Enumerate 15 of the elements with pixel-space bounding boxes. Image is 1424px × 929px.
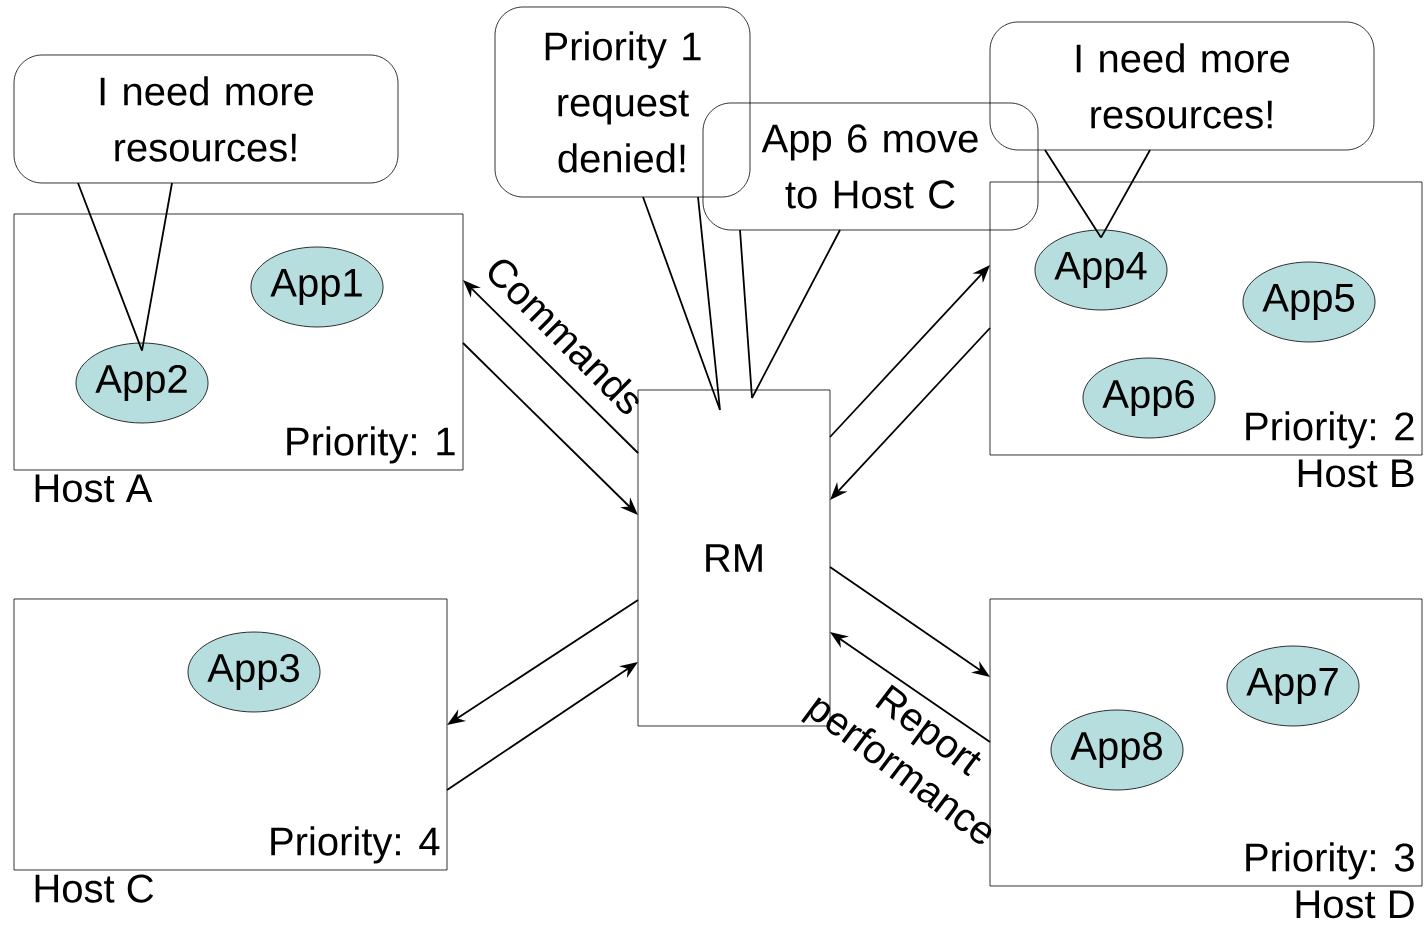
host-label: Host B xyxy=(1298,459,1414,488)
callout-tail xyxy=(642,196,721,411)
host-label: Host D xyxy=(1296,890,1414,919)
host-label: Host A xyxy=(35,474,153,503)
arrow xyxy=(829,265,990,438)
speech-bubble: I need more resources! xyxy=(13,54,399,184)
arrow xyxy=(830,327,991,500)
speech-bubble: Priority 1 request denied! xyxy=(494,6,751,198)
host-label: Host C xyxy=(35,874,154,903)
callout-tail xyxy=(739,229,841,399)
arrow xyxy=(463,280,639,454)
speech-bubble: I need more resources! xyxy=(989,21,1375,151)
speech-bubble: App 6 move to Host C xyxy=(702,102,1039,231)
arrow xyxy=(462,342,638,515)
callout-tail xyxy=(77,182,173,352)
